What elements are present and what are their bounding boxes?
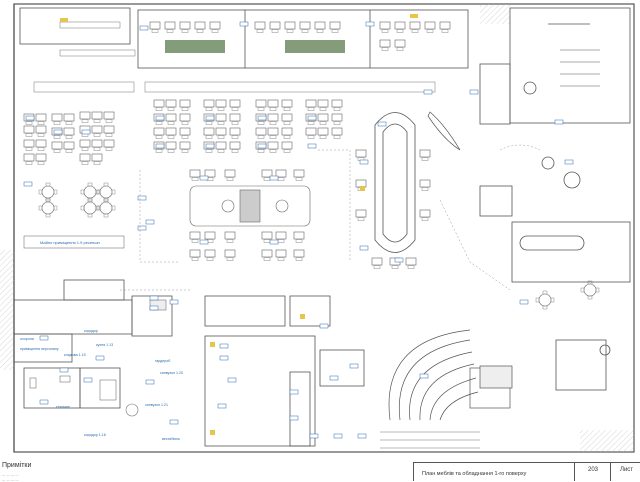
hatched-wall-top <box>480 4 510 24</box>
oval-table <box>374 112 416 253</box>
plant-icon <box>427 111 461 151</box>
hatched-wall-left <box>0 250 14 370</box>
lower-left-rooms <box>13 279 365 447</box>
label-reception-b: приміщення персоналу <box>20 347 59 351</box>
stair-steps <box>380 431 480 449</box>
oval-chairs <box>355 149 431 269</box>
label-reception-h: санвузол 1.21 <box>145 403 168 407</box>
drawing-code: 203 <box>588 467 599 473</box>
label-reception-i: технічне <box>56 405 70 409</box>
title-block-divider-2 <box>610 463 611 481</box>
coat-hangers <box>560 49 600 87</box>
label-reception-a: охорона <box>20 337 34 341</box>
label-reception-j: коридор 1.16 <box>84 433 106 437</box>
sheet-label: Лиcт <box>620 467 634 473</box>
top-corridor-rows <box>33 21 436 93</box>
label-reception-f: гардероб <box>155 359 170 363</box>
notes-heading: Примітки <box>2 462 32 469</box>
title-block-divider-1 <box>574 463 575 481</box>
label-reception-d: кухня 1.13 <box>96 343 113 347</box>
spiral-stair <box>388 329 513 421</box>
meeting-bench <box>23 235 125 249</box>
desk-cluster-left <box>23 111 115 165</box>
drawing-title: План меблів та обладнання 1-го поверху <box>422 471 527 477</box>
central-islands <box>189 185 311 227</box>
label-reception-k: вестибюль <box>162 437 180 441</box>
right-zone <box>479 23 631 391</box>
meeting-label: Майно приміщення 1.9 ресепшн <box>40 240 100 245</box>
yellow-markers <box>60 14 418 435</box>
title-block: План меблів та обладнання 1-го поверху 2… <box>413 462 640 481</box>
circulation-lines <box>120 144 541 291</box>
room-labels: охорона приміщення персоналу кладова 1.1… <box>20 329 183 441</box>
outer-walls <box>13 3 635 453</box>
notes-line-1: ... ... ... ... <box>2 472 19 477</box>
label-reception-c: кладова 1.15 <box>64 353 86 357</box>
hatched-wall-bottom <box>580 430 634 452</box>
label-reception-e: коридор <box>84 329 98 333</box>
label-reception-g: санвузол 1.20 <box>160 371 183 375</box>
